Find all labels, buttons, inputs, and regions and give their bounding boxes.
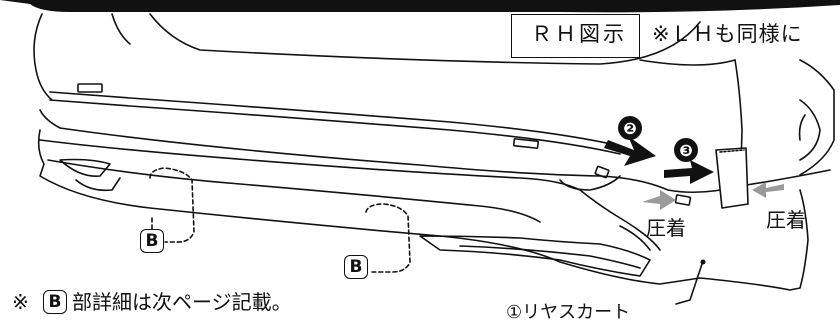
rear-fender: [734, 59, 743, 201]
hidden-clip-area-left: [149, 167, 195, 243]
arrow-step-2: [604, 136, 656, 166]
arrow-step-3: [664, 160, 714, 184]
hidden-clip-area-right: [365, 203, 411, 273]
top-black-bar: [0, 0, 840, 13]
rear-diffuser: [419, 235, 651, 277]
press-label-right: 圧着: [766, 208, 806, 232]
press-arrow-left: [642, 190, 676, 210]
lh-same-note: ※ＬＨも同様に: [652, 22, 803, 46]
press-arrow-right: [752, 182, 784, 198]
note-prefix: ※: [12, 290, 29, 314]
detail-note: 部詳細は次ページ記載。: [72, 290, 292, 314]
step-3-marker: ❸: [674, 138, 698, 162]
detail-b-marker-note: B: [43, 290, 67, 314]
view-side-label: ＲＨ図示: [531, 22, 627, 46]
detail-b-marker-right: B: [344, 255, 368, 279]
bumper-upper-line: [39, 109, 831, 194]
press-label-left: 圧着: [646, 216, 686, 240]
body-outline: [33, 13, 53, 101]
view-side-box: [511, 14, 640, 58]
step-2-marker: ❷: [618, 116, 642, 140]
part-name-label: ①リヤスカート: [506, 302, 631, 323]
detail-b-marker-left: B: [140, 229, 164, 253]
tape-strip: [715, 147, 749, 209]
